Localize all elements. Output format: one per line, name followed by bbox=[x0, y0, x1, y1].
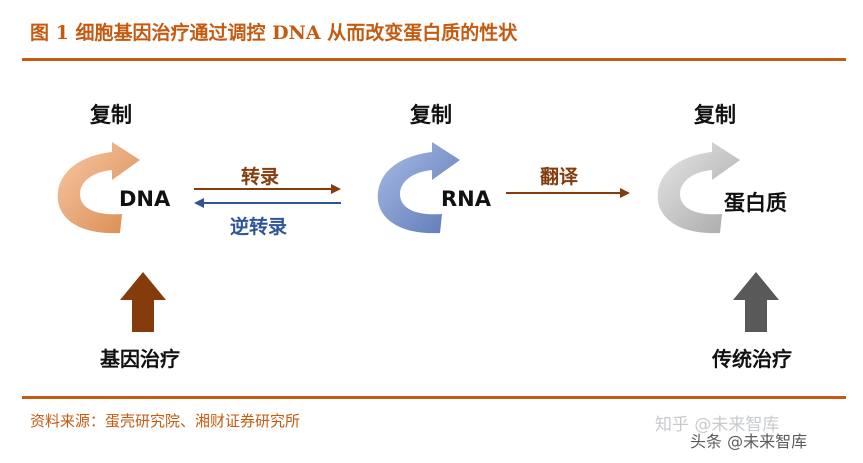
rna-replication-label: 复制 bbox=[410, 103, 452, 127]
traditional-therapy-label: 传统治疗 bbox=[712, 347, 792, 371]
protein-node-label: 蛋白质 bbox=[724, 191, 787, 215]
bottom-rule bbox=[22, 396, 846, 399]
source-note: 资料来源：蛋壳研究院、湘财证券研究所 bbox=[30, 412, 301, 430]
gene-therapy-arrow bbox=[120, 272, 166, 332]
rna-replication-arrow bbox=[377, 142, 460, 234]
translation-label: 翻译 bbox=[540, 166, 579, 188]
top-rule bbox=[22, 58, 846, 61]
reverse-transcription-label: 逆转录 bbox=[230, 216, 288, 238]
transcription-arrow bbox=[194, 184, 341, 194]
figure-title: 图 1 细胞基因治疗通过调控 DNA 从而改变蛋白质的性状 bbox=[30, 22, 518, 44]
protein-replication-label: 复制 bbox=[694, 103, 736, 127]
dna-replication-arrow bbox=[57, 142, 140, 234]
dna-replication-label: 复制 bbox=[90, 103, 132, 127]
protein-replication-arrow bbox=[657, 142, 740, 234]
transcription-label: 转录 bbox=[241, 166, 280, 188]
zhihu-watermark: 知乎 @未来智库 bbox=[655, 415, 780, 435]
dna-node-label: DNA bbox=[119, 187, 171, 211]
gene-therapy-label: 基因治疗 bbox=[100, 347, 180, 371]
traditional-therapy-arrow bbox=[733, 272, 779, 332]
reverse-transcription-arrow bbox=[194, 198, 341, 208]
translation-arrow bbox=[506, 188, 630, 198]
rna-node-label: RNA bbox=[441, 187, 491, 211]
toutiao-watermark: 头条 @未来智库 bbox=[690, 432, 808, 451]
